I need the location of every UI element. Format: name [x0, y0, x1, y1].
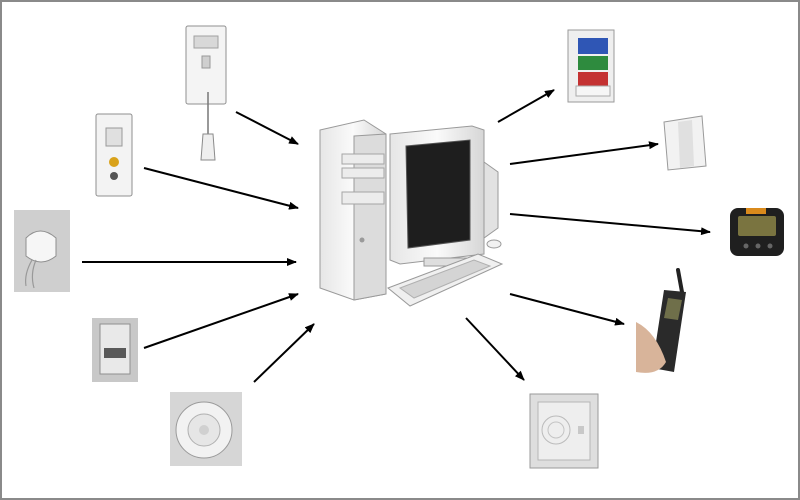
arrow-computer-to-dome-light-strobe	[497, 89, 555, 123]
pager-icon	[730, 208, 784, 256]
pull-cord-station-icon	[185, 25, 227, 161]
arrow-computer-to-pager	[509, 213, 711, 236]
arrow-pull-cord-station-to-computer	[235, 111, 299, 145]
wall-call-switch-icon	[95, 113, 133, 197]
motion-detector-icon	[92, 318, 138, 382]
arrow-computer-to-wireless-handset	[509, 293, 625, 326]
arrow-wall-call-switch-to-computer	[143, 167, 299, 210]
intercom-speaker-icon	[529, 393, 599, 469]
smoke-detector-icon	[170, 392, 242, 466]
desktop-computer-icon	[319, 119, 504, 307]
wireless-handset-icon	[628, 268, 700, 378]
arrow-motion-detector-to-computer	[143, 293, 299, 349]
dome-light-strobe-icon	[567, 29, 615, 103]
corridor-light-icon	[663, 115, 707, 171]
pendant-transmitter-icon	[14, 210, 70, 292]
arrow-computer-to-intercom-speaker	[465, 317, 525, 381]
arrow-computer-to-corridor-light	[509, 141, 659, 165]
arrow-smoke-detector-to-computer	[253, 323, 315, 383]
